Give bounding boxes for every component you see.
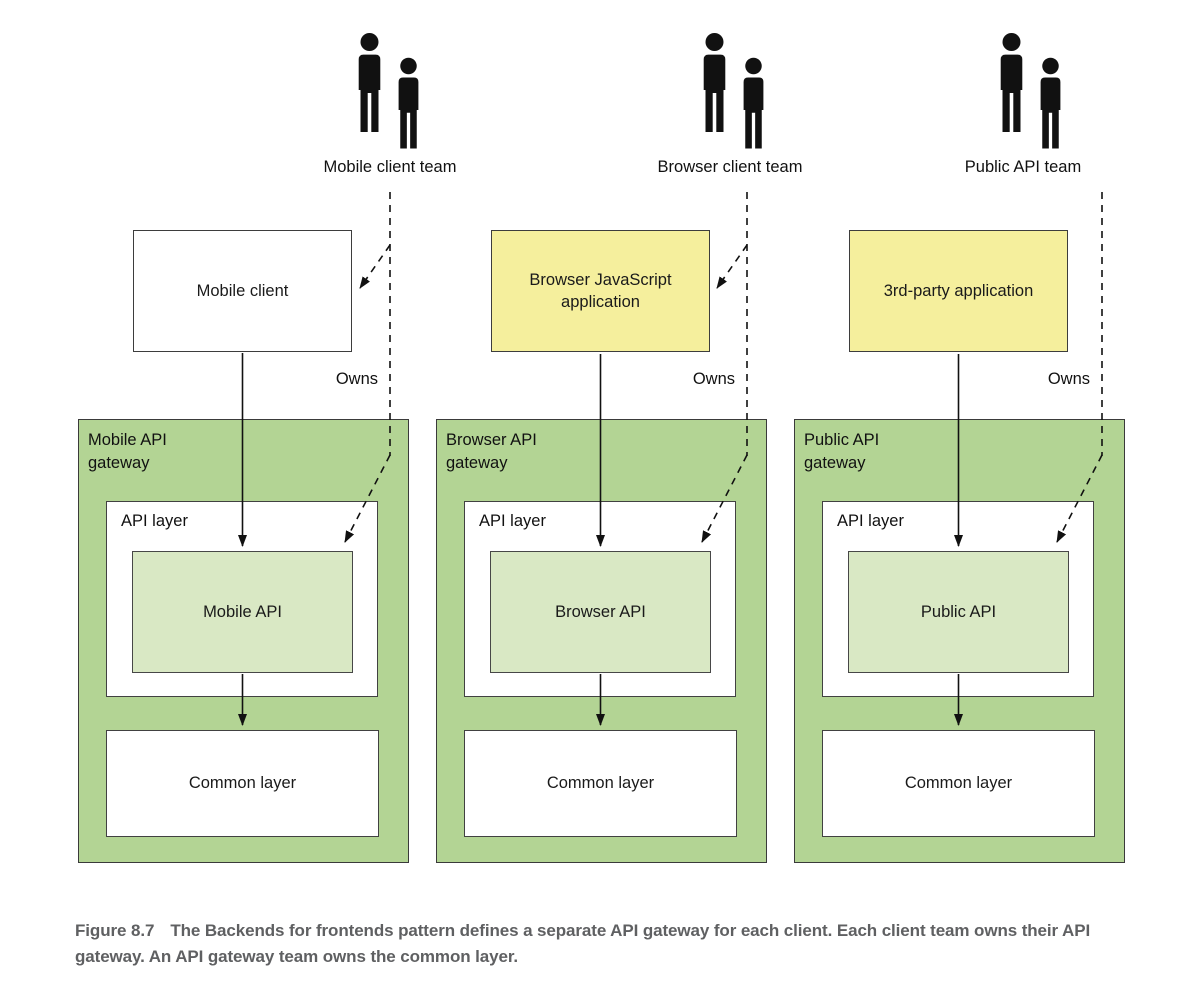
api-box-mobile: Mobile API xyxy=(132,551,353,673)
team-label-public: Public API team xyxy=(964,158,1082,176)
team-label-mobile: Mobile client team xyxy=(323,158,457,176)
common-layer-label: Common layer xyxy=(546,774,655,792)
api-box-label: Browser API xyxy=(555,602,646,621)
client-box-label: 3rd-party application xyxy=(883,281,1034,300)
common-layer-label: Common layer xyxy=(188,774,297,792)
person-icon xyxy=(1000,33,1023,132)
figure-caption-text: The Backends for frontends pattern defin… xyxy=(75,921,1091,966)
api-box-browser: Browser API xyxy=(490,551,711,673)
team-label-browser: Browser client team xyxy=(657,158,803,176)
person-icon xyxy=(703,33,726,132)
client-box-label: Mobile client xyxy=(196,281,289,300)
common-layer-box: Common layer xyxy=(106,730,379,837)
owns-label: Owns xyxy=(335,370,378,388)
common-layer-label: Common layer xyxy=(904,774,1013,792)
api-layer-box: API layer Public API xyxy=(822,501,1094,697)
api-layer-label: API layer xyxy=(479,512,546,530)
client-box-browser: Browser JavaScript application xyxy=(491,230,710,352)
gateway-box-public: Public API gateway API layer Public API … xyxy=(794,419,1125,863)
ownership-arrow-to-client xyxy=(716,244,748,289)
owns-label: Owns xyxy=(692,370,735,388)
api-layer-box: API layer Browser API xyxy=(464,501,736,697)
owns-label: Owns xyxy=(1047,370,1090,388)
client-box-label: Browser JavaScript application xyxy=(529,270,672,311)
common-layer-box: Common layer xyxy=(822,730,1095,837)
person-icon xyxy=(358,33,381,132)
api-box-public: Public API xyxy=(848,551,1069,673)
ownership-arrow-to-client xyxy=(359,244,391,289)
client-box-mobile: Mobile client xyxy=(133,230,352,352)
figure-caption-number: Figure 8.7 xyxy=(75,921,155,940)
api-layer-label: API layer xyxy=(121,512,188,530)
person-icon xyxy=(398,57,419,149)
common-layer-box: Common layer xyxy=(464,730,737,837)
api-layer-label: API layer xyxy=(837,512,904,530)
person-icon xyxy=(743,57,764,149)
client-box-3rdparty: 3rd-party application xyxy=(849,230,1068,352)
gateway-box-browser: Browser API gateway API layer Browser AP… xyxy=(436,419,767,863)
api-layer-box: API layer Mobile API xyxy=(106,501,378,697)
gateway-label: Mobile API gateway xyxy=(88,431,167,472)
gateway-box-mobile: Mobile API gateway API layer Mobile API … xyxy=(78,419,409,863)
gateway-label: Browser API gateway xyxy=(446,431,537,472)
person-icon xyxy=(1040,57,1061,149)
api-box-label: Mobile API xyxy=(203,602,282,621)
gateway-label: Public API gateway xyxy=(804,431,880,472)
api-box-label: Public API xyxy=(920,602,997,621)
